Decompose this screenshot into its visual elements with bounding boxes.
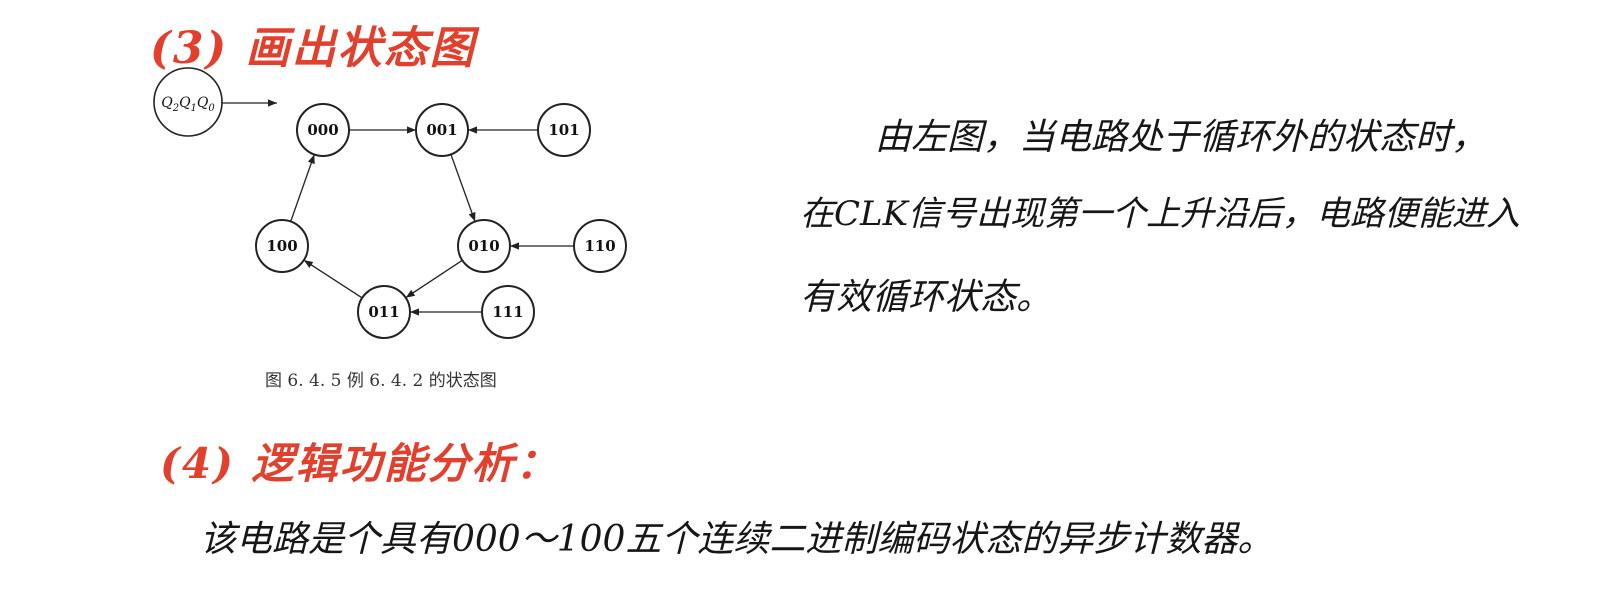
transition-arrow-010-to-011 [405,259,463,299]
state-node-circle [357,285,411,339]
state-node-label: 110 [584,237,615,255]
state-nodes: 000 001 101 100 010 110 011 111 [255,103,627,339]
state-transitions [290,126,574,316]
state-node-000: 000 [296,103,350,157]
state-variable-legend: Q2Q1Q0 [153,67,277,137]
state-node-label: 010 [468,237,499,255]
heading-logic-function-analysis: (4) 逻辑功能分析： [160,439,560,488]
state-node-001: 001 [415,103,469,157]
state-node-label: 101 [548,121,579,139]
figure-caption: 图 6. 4. 5 例 6. 4. 2 的状态图 [265,371,497,391]
state-node-101: 101 [537,103,591,157]
state-node-011: 011 [357,285,411,339]
transition-arrow-100-to-000 [290,154,315,222]
transition-arrow-011-to-100 [303,259,363,299]
state-node-circle [481,285,535,339]
state-node-010: 010 [457,219,511,273]
state-node-111: 111 [481,285,535,339]
state-node-label: 011 [368,303,399,321]
state-node-circle [255,219,309,273]
state-node-label: 001 [426,121,457,139]
state-node-circle [573,219,627,273]
note-line-1: 由左图，当电路处于循环外的状态时， [875,117,1488,158]
state-node-label: 000 [307,121,338,139]
state-node-label: 100 [266,237,297,255]
state-node-label: 111 [492,303,523,321]
heading-draw-state-diagram: (3) 画出状态图 [150,23,476,74]
state-node-circle [457,219,511,273]
note-line-2: 在CLK信号出现第一个上升沿后，电路便能进入 [800,194,1520,234]
state-node-circle [296,103,350,157]
conclusion-text: 该电路是个具有000～100五个连续二进制编码状态的异步计数器。 [200,519,1274,560]
state-node-circle [415,103,469,157]
transition-arrow-001-to-010 [450,154,476,222]
state-node-100: 100 [255,219,309,273]
state-node-circle [537,103,591,157]
legend-circle [153,67,223,137]
note-line-3: 有效循环状态。 [800,277,1053,318]
state-node-110: 110 [573,219,627,273]
legend-label: Q2Q1Q0 [161,95,215,114]
